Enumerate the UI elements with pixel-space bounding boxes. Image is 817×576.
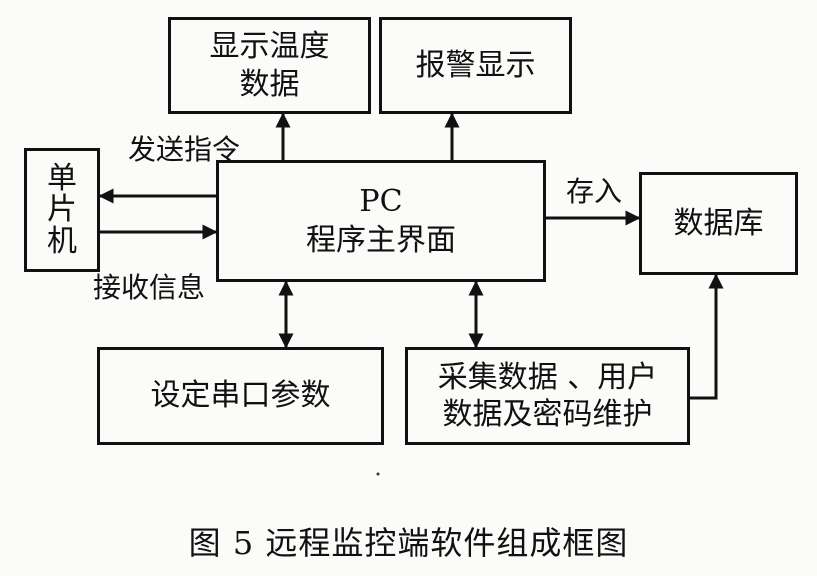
mcu-char1: 单 xyxy=(47,160,77,196)
receive-info-label: 接收信息 xyxy=(93,271,206,304)
mcu-char3: 机 xyxy=(47,223,77,259)
display-temperature-line2: 数据 xyxy=(239,66,300,102)
main-interface-box: PC 程序主界面 xyxy=(216,160,546,282)
alarm-display-label: 报警显示 xyxy=(415,47,536,83)
arrow-maint-to-database xyxy=(690,273,724,400)
display-temperature-line1: 显示温度 xyxy=(209,29,330,64)
alarm-display-box: 报警显示 xyxy=(379,17,572,114)
speck xyxy=(376,472,380,476)
store-label: 存入 xyxy=(566,175,623,208)
figure-caption: 图 5 远程监控端软件组成框图 xyxy=(188,524,629,562)
database-box: 数据库 xyxy=(639,172,798,275)
send-command-label: 发送指令 xyxy=(128,133,241,166)
database-label: 数据库 xyxy=(673,205,764,241)
data-maintenance-box: 采集数据 、用户 数据及密码维护 xyxy=(405,347,690,445)
display-temperature-box: 显示温度 数据 xyxy=(168,17,371,114)
main-interface-line1: PC xyxy=(359,184,403,219)
mcu-char2: 片 xyxy=(47,192,77,228)
data-maintenance-line2: 数据及密码维护 xyxy=(442,397,653,432)
main-interface-line2: 程序主界面 xyxy=(306,223,456,258)
serial-params-label: 设定串口参数 xyxy=(150,378,331,414)
serial-params-box: 设定串口参数 xyxy=(97,347,384,445)
data-maintenance-line1: 采集数据 、用户 xyxy=(437,359,658,395)
mcu-box: 单 片 机 xyxy=(24,148,100,272)
